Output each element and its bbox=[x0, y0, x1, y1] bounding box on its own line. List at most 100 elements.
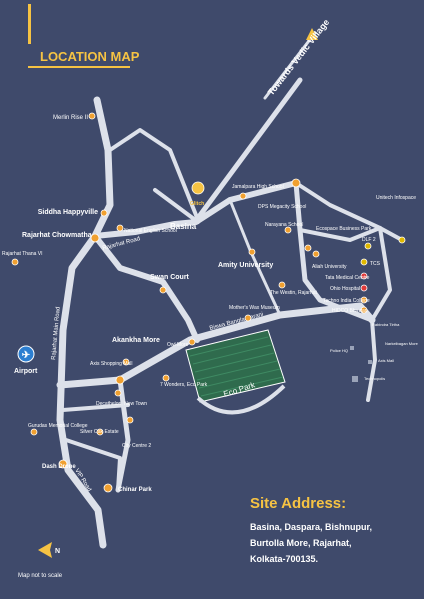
chinar-park-marker bbox=[103, 483, 113, 493]
swan-court-label: Swan Court bbox=[150, 274, 190, 281]
siddha-label: Siddha Happyville bbox=[38, 209, 98, 216]
city-centre-label: City Centre 2 bbox=[122, 443, 151, 449]
road-vedic-arrow-shaft bbox=[263, 31, 317, 100]
tcs-marker bbox=[360, 258, 368, 266]
chinar-park-label: Chinar Park bbox=[118, 487, 152, 493]
road-vedic-village bbox=[192, 77, 303, 225]
swan-court-marker bbox=[159, 286, 167, 294]
tcs-label: TCS bbox=[370, 261, 381, 267]
road-cross-2 bbox=[64, 438, 122, 492]
ohio-marker bbox=[360, 284, 368, 292]
eco-park-ring bbox=[196, 384, 286, 415]
road-basina-link bbox=[153, 188, 200, 224]
akankha-marker bbox=[115, 375, 125, 385]
techno-india-label: Techno India College bbox=[323, 298, 370, 304]
amity-label: Amity University bbox=[218, 262, 273, 269]
decathelon-label: Decathelon, New Town bbox=[96, 401, 147, 407]
national-school-label: National English School bbox=[124, 228, 177, 234]
tata-medical-marker bbox=[360, 272, 368, 280]
hidco-marker bbox=[360, 306, 368, 314]
road-north-loop bbox=[108, 128, 200, 222]
techno-india-marker bbox=[360, 296, 368, 304]
dps-label: DPS Megacity School bbox=[258, 204, 306, 210]
dash-drone-label: Dash Drone bbox=[42, 464, 76, 470]
road-rajarhat-main bbox=[56, 96, 114, 549]
ecospace-label: Ecospace Business Park bbox=[316, 226, 372, 232]
national-school-marker bbox=[116, 224, 124, 232]
rajarhat-thana-marker bbox=[11, 258, 19, 266]
tata-medical-label: Tata Medical Centre bbox=[325, 275, 370, 281]
aliah-label: Aliah University bbox=[312, 264, 347, 270]
axis-mall-label: Axis Shopping Mall bbox=[90, 361, 133, 367]
westin-label: The Westin, Rajarhat bbox=[270, 290, 317, 296]
site-address: Site Address: Basina, Daspara, Bishnupur… bbox=[250, 495, 372, 564]
compass-label: N bbox=[55, 548, 60, 555]
police-hq-marker bbox=[350, 346, 354, 350]
road-newtown-5 bbox=[366, 318, 377, 402]
rajarhat-thana-label: Rajarhat Thana VI bbox=[2, 251, 43, 257]
site-address-line-3: Kolkata-700135. bbox=[250, 554, 318, 564]
eco-park-lines bbox=[189, 336, 284, 397]
road-newtown-1 bbox=[293, 180, 375, 323]
merlin-rise-label: Merlin Rise II bbox=[53, 115, 88, 121]
dash-drone-marker bbox=[58, 459, 68, 469]
map-title: LOCATION MAP bbox=[40, 49, 140, 64]
silver-oak-marker bbox=[96, 428, 104, 436]
airport-label: Airport bbox=[14, 368, 38, 375]
narayana-label: Narayana School bbox=[265, 222, 303, 228]
road-amity bbox=[228, 198, 282, 317]
ohio-label: Ohio Hospital bbox=[330, 286, 360, 292]
rabindra-label: Rabindra Tirtha bbox=[372, 322, 400, 327]
road-newtown-4 bbox=[370, 226, 392, 322]
site-address-line-2: Burtolla More, Rajarhat, bbox=[250, 538, 352, 548]
silver-oak-label: Silver Oak Estate bbox=[80, 429, 119, 435]
wax-museum-label: Mother's Wax Museum bbox=[229, 305, 280, 311]
gurudas-label: Gurudas Memorial College bbox=[28, 423, 88, 429]
eco-park[interactable]: Eco Park bbox=[185, 329, 286, 415]
compass-arrow-icon bbox=[38, 542, 52, 558]
project-logo-icon bbox=[191, 181, 205, 195]
akankha-label: Akankha More bbox=[112, 337, 160, 344]
axis-mall-marker bbox=[122, 358, 130, 366]
disclaimer: Map not to scale bbox=[18, 573, 63, 579]
site-address-heading: Site Address: bbox=[250, 495, 346, 512]
ecospace-marker bbox=[312, 250, 320, 258]
jamalpara-label: Jamalpara High School bbox=[232, 184, 284, 190]
wax-museum-marker bbox=[244, 314, 252, 322]
compass: N bbox=[38, 542, 60, 558]
merlin-rise-marker bbox=[88, 112, 96, 120]
aliah-marker bbox=[304, 244, 312, 252]
siddha-marker bbox=[100, 209, 108, 217]
airport-icon bbox=[17, 345, 35, 363]
hidco-label: HIDCO Bhawan bbox=[332, 308, 368, 314]
site-address-line-1: Basina, Daspara, Bishnupur, bbox=[250, 522, 372, 532]
basina-label: Basina bbox=[170, 222, 197, 231]
chowmatha-marker bbox=[90, 233, 100, 243]
technopolis-marker bbox=[352, 376, 358, 382]
title-underline bbox=[28, 66, 130, 68]
unitech-marker bbox=[398, 236, 406, 244]
road-newtown-2 bbox=[294, 181, 404, 242]
svg-text:✈: ✈ bbox=[22, 350, 31, 361]
owl-more-label: Owl More bbox=[167, 342, 189, 348]
dlf2-label: DLF 2 bbox=[362, 237, 376, 243]
north-arrow-head bbox=[306, 28, 318, 40]
road-newtown-3 bbox=[298, 226, 382, 242]
road-label-rajarhat: Rajarhat Road bbox=[102, 236, 141, 252]
axis-mall-2-label: Axis Mall bbox=[378, 358, 394, 363]
narkelbagan-label: Narkelbagan More bbox=[385, 341, 419, 346]
chowmatha-label: Rajarhat Chowmatha bbox=[22, 232, 92, 239]
road-swan-court bbox=[92, 233, 200, 343]
dlf2-marker bbox=[364, 242, 372, 250]
westin-marker bbox=[278, 281, 286, 289]
road-akankha-south bbox=[115, 377, 131, 493]
title-accent-bar bbox=[28, 4, 31, 44]
police-hq-label: Police HQ bbox=[330, 348, 348, 353]
amity-marker bbox=[248, 248, 256, 256]
seven-wonders-marker bbox=[162, 374, 170, 382]
seven-wonders-label: 7 Wonders, Eco Park bbox=[160, 382, 208, 388]
city-centre-marker bbox=[126, 416, 134, 424]
gurudas-marker bbox=[30, 428, 38, 436]
unitech-label: Unitech Infospace bbox=[376, 195, 416, 201]
